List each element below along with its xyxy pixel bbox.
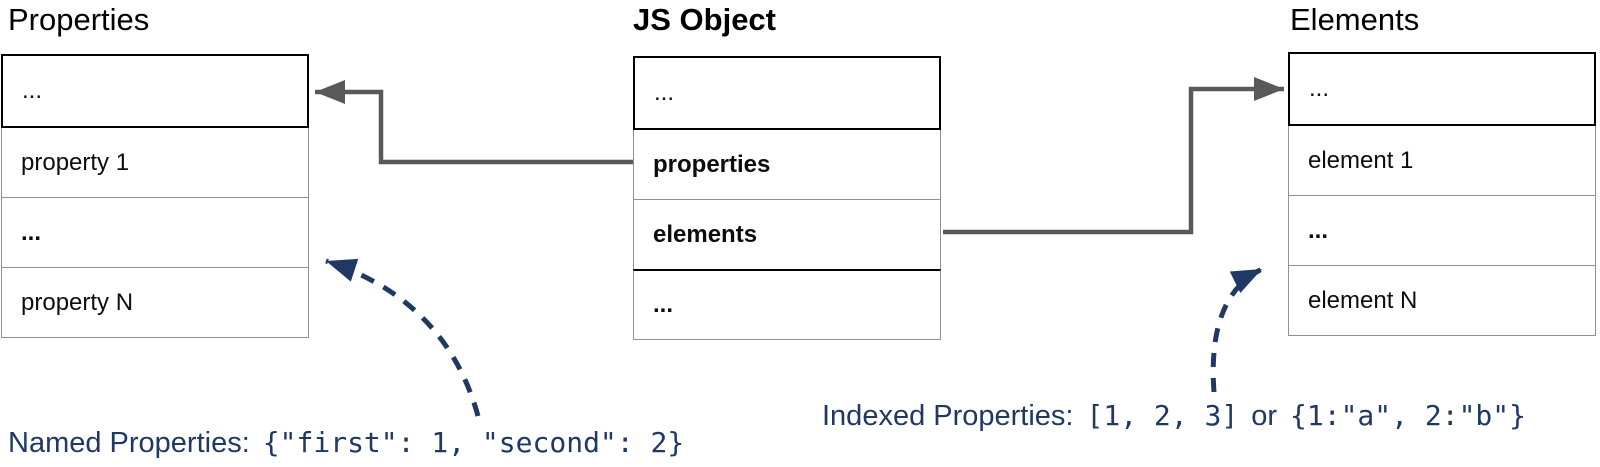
row-label: ... xyxy=(653,291,674,318)
named-properties-code: {"first": 1, "second": 2} xyxy=(262,426,685,459)
table-row: properties xyxy=(633,129,941,200)
row-label: property 1 xyxy=(21,148,130,176)
table-row: property N xyxy=(1,267,309,338)
elements-table: ... element 1 ... element N xyxy=(1288,52,1596,336)
row-label: properties xyxy=(653,150,771,178)
properties-title: Properties xyxy=(8,2,150,37)
row-label: ... xyxy=(654,79,675,106)
elements-title: Elements xyxy=(1290,2,1420,37)
table-row: ... xyxy=(1288,52,1596,126)
table-row: ... xyxy=(1288,195,1596,266)
named-properties-dashed-arrow xyxy=(325,258,481,417)
row-label: element 1 xyxy=(1308,146,1414,174)
row-label: ... xyxy=(21,218,42,246)
indexed-properties-array-code: [1, 2, 3] xyxy=(1086,399,1239,432)
row-label: ... xyxy=(1309,75,1330,102)
indexed-properties-dashed-arrow xyxy=(1210,266,1264,393)
elements-elbow-arrow xyxy=(943,77,1284,235)
indexed-properties-caption: Indexed Properties: [1, 2, 3] or {1:"a",… xyxy=(822,399,1526,433)
table-row: ... xyxy=(1,54,309,128)
table-row: ... xyxy=(1,197,309,268)
indexed-properties-label: Indexed Properties: xyxy=(822,400,1074,432)
table-row: elements xyxy=(633,199,941,270)
row-label: elements xyxy=(653,220,758,248)
named-properties-caption: Named Properties: {"first": 1, "second":… xyxy=(8,426,684,460)
js-object-table: ... properties elements ... xyxy=(633,56,941,340)
table-row: property 1 xyxy=(1,127,309,198)
properties-elbow-arrow xyxy=(315,80,633,165)
indexed-properties-or-text: or xyxy=(1251,400,1277,432)
table-row: element 1 xyxy=(1288,125,1596,196)
row-label: ... xyxy=(22,77,43,104)
properties-table: ... property 1 ... property N xyxy=(1,54,309,338)
indexed-properties-object-code: {1:"a", 2:"b"} xyxy=(1290,399,1527,432)
table-row: ... xyxy=(633,269,941,340)
table-row: ... xyxy=(633,56,941,130)
row-label: element N xyxy=(1308,286,1418,314)
row-label: ... xyxy=(1308,216,1329,244)
row-label: property N xyxy=(21,288,134,316)
named-properties-label: Named Properties: xyxy=(8,427,250,459)
table-row: element N xyxy=(1288,265,1596,336)
js-object-title: JS Object xyxy=(633,2,776,37)
